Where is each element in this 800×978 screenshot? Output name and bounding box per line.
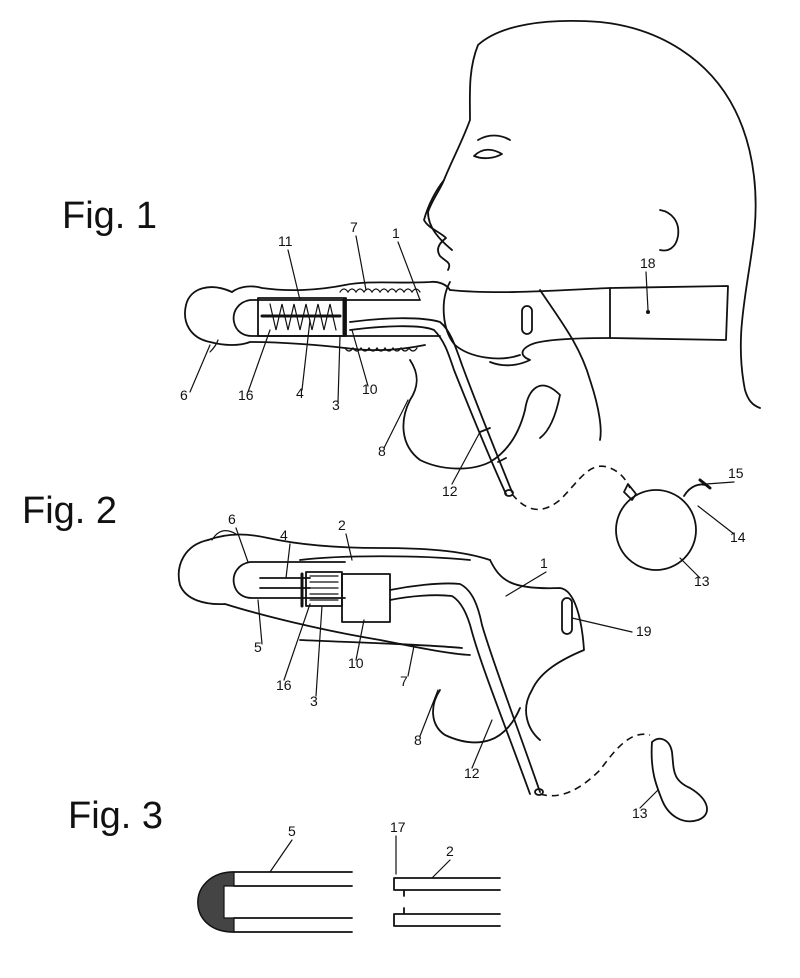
fig2-ref: 19 xyxy=(636,623,652,639)
fig3-ref: 5 xyxy=(288,823,296,839)
fig1-head xyxy=(427,20,761,409)
fig1-ref: 4 xyxy=(296,385,304,401)
fig1-ref: 16 xyxy=(238,387,254,403)
fig1-ridges-bottom xyxy=(344,346,418,352)
fig1-hose xyxy=(511,465,631,511)
fig1-ref: 3 xyxy=(332,397,340,413)
fig2-shaft xyxy=(207,533,491,561)
fig2-ref: 8 xyxy=(414,732,422,748)
fig1-eye xyxy=(473,148,503,160)
fig1-ref: 18 xyxy=(640,255,656,271)
fig2-hose xyxy=(539,733,651,797)
fig2-bulb xyxy=(650,738,708,823)
fig2-ref: 12 xyxy=(464,765,480,781)
fig2-tube xyxy=(389,582,541,793)
fig1-ref: 15 xyxy=(728,465,744,481)
fig2-chin-cover xyxy=(432,689,521,744)
fig2-spring-stack xyxy=(305,571,343,607)
fig3-ref: 2 xyxy=(446,843,454,859)
fig3-ref: 17 xyxy=(390,819,406,835)
fig2-ref: 16 xyxy=(276,677,292,693)
fig3-reference-numbers: 5 17 2 xyxy=(269,819,454,879)
fig2-ref: 13 xyxy=(632,805,648,821)
fig2-ref: 6 xyxy=(228,511,236,527)
fig1-ref: 7 xyxy=(350,219,358,235)
fig2-slot xyxy=(561,597,573,635)
fig3-title: Fig. 3 xyxy=(68,795,164,837)
fig1-ref: 10 xyxy=(362,381,378,397)
fig1-title: Fig. 1 xyxy=(62,195,158,237)
fig1-cavity xyxy=(232,299,441,337)
fig2-title: Fig. 2 xyxy=(22,490,118,532)
fig1-shaft xyxy=(231,280,451,293)
fig1-drawing xyxy=(184,20,761,571)
fig1-ref: 11 xyxy=(278,233,293,249)
fig1-ridges-top xyxy=(339,288,421,294)
fig1-ref: 1 xyxy=(392,225,400,241)
fig2-ref: 2 xyxy=(338,517,346,533)
fig1-tube xyxy=(349,317,513,493)
fig1-ref: 6 xyxy=(180,387,188,403)
fig1-glans xyxy=(184,286,426,352)
fig2-reference-numbers: 6 4 2 1 19 5 16 3 10 7 8 12 13 xyxy=(228,511,659,821)
fig1-ref: 13 xyxy=(694,573,710,589)
fig1-bulb xyxy=(615,489,697,571)
fig2-cavity xyxy=(232,561,346,599)
fig2-ref: 10 xyxy=(348,655,364,671)
fig1-chin-cover xyxy=(402,359,561,470)
fig1-valve xyxy=(683,483,709,497)
fig2-ref: 7 xyxy=(400,673,408,689)
fig2-ref: 3 xyxy=(310,693,318,709)
fig1-ref: 14 xyxy=(730,529,746,545)
fig1-strap-slot xyxy=(521,305,533,335)
fig1-ear xyxy=(659,209,680,252)
fig3-part2 xyxy=(393,877,501,927)
fig1-spring-housing xyxy=(257,297,347,337)
fig2-drawing xyxy=(177,530,708,823)
fig3-part5-cap xyxy=(197,871,235,933)
fig3-drawing xyxy=(197,871,501,933)
fig1-ref: 8 xyxy=(378,443,386,459)
fig1-reference-numbers: 11 7 1 18 6 16 4 3 10 8 12 15 14 13 xyxy=(180,219,746,589)
fig2-ref: 1 xyxy=(540,555,548,571)
fig1-neck xyxy=(539,289,602,441)
fig2-housing xyxy=(341,573,391,623)
fig1-ref: 12 xyxy=(442,483,458,499)
fig1-strap xyxy=(449,285,729,367)
fig1-face xyxy=(423,179,451,271)
fig2-flange xyxy=(489,559,585,741)
fig2-ref: 4 xyxy=(280,527,288,543)
fig1-brow xyxy=(477,134,511,141)
fig2-ref: 5 xyxy=(254,639,262,655)
